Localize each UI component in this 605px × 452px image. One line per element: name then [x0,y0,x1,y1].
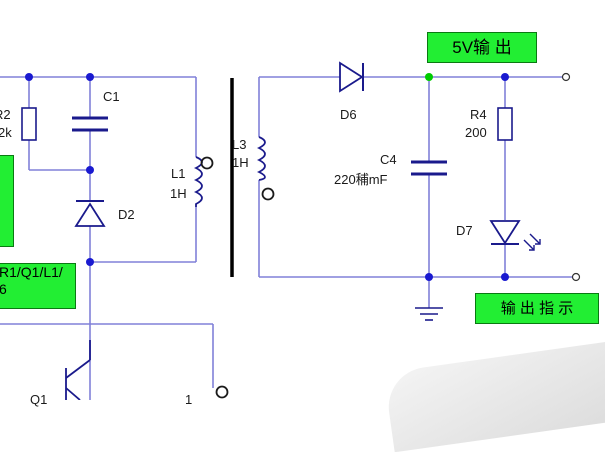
transistor-q1-partial [65,340,91,400]
label-d6: D6 [340,107,357,122]
circuit-diagram: R1/Q1/L1/ 6 5V输 出 输 出 指 示 R2 2k C1 L1 1H… [0,32,605,452]
label-r2: R2 [0,107,11,122]
label-l3-value: 1H [232,155,249,170]
ground-symbol [415,307,443,321]
label-r2-value: 2k [0,125,12,140]
inductor-l3-symbol [256,136,275,201]
label-c4: C4 [380,152,397,167]
output-5v-label: 5V输 出 [427,32,537,63]
partial-indicator-box [0,155,14,247]
schematic-canvas [0,61,581,400]
label-partial-bottom: 1 [185,392,193,407]
label-c1: C1 [103,89,120,104]
output-terminal-positive [561,72,571,82]
resistor-r2-symbol [21,107,37,141]
output-terminal-negative [571,272,581,282]
component-list-line1: R1/Q1/L1/ [0,264,63,280]
output-node [425,73,433,81]
label-d7: D7 [456,223,473,238]
label-l1-value: 1H [170,186,187,201]
junction-nodes [25,73,509,281]
label-l3: L3 [232,137,247,152]
label-l1: L1 [171,166,186,181]
resistor-r4-symbol [497,107,513,141]
diode-d6-symbol [339,61,364,93]
label-d2: D2 [118,207,135,222]
led-d7-symbol [489,220,541,251]
label-r4: R4 [470,107,487,122]
label-q1-partial: Q1 [30,392,48,407]
label-c4-value: 220秿mF [334,172,388,187]
capacitor-c1-symbol [72,116,108,132]
component-list-line2: 6 [0,281,7,297]
capacitor-c4-symbol [411,160,447,176]
coil-dot-partial [215,385,229,399]
component-list-box: R1/Q1/L1/ 6 [0,263,76,309]
label-r4-value: 200 [465,125,487,140]
output-indicator-label: 输 出 指 示 [475,293,599,324]
diode-d2-symbol [74,200,106,227]
wires [0,76,573,400]
inductor-l1-symbol [193,156,214,207]
